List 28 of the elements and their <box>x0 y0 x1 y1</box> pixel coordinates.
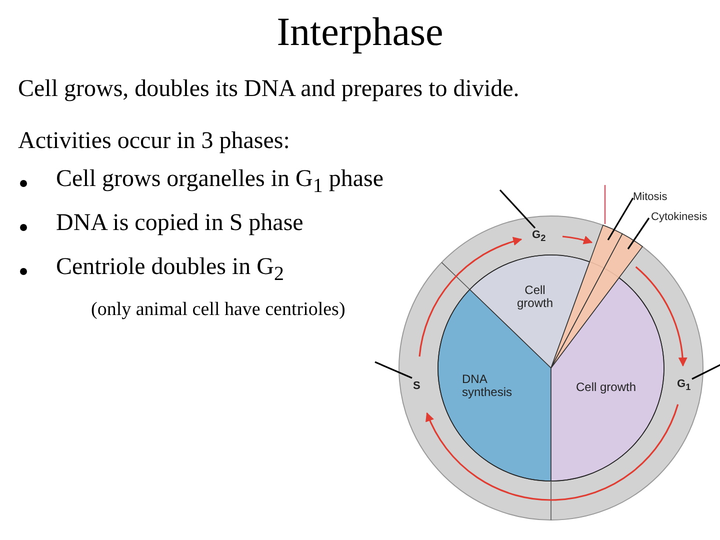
leader-line <box>627 218 650 250</box>
bullet-item: DNA is copied in S phase <box>56 210 304 237</box>
phase-sector <box>469 254 590 368</box>
title: Interphase <box>276 8 444 55</box>
leader-line <box>499 189 536 229</box>
bullet-item: Centriole doubles in G$_{2}$ <box>56 254 284 286</box>
phase-label: G$_{2}$ <box>532 229 546 244</box>
callout-label: Mitosis <box>633 191 668 203</box>
leader-line <box>374 361 412 379</box>
cycle-arrow <box>418 237 522 357</box>
phase-label: S <box>413 380 420 392</box>
cycle-arrow <box>635 266 687 367</box>
phase-label: Cell growth <box>516 284 554 310</box>
phase-label: Cell growth <box>574 381 638 394</box>
leader-line <box>692 363 720 380</box>
cycle-arrow <box>562 236 593 244</box>
phase-sector <box>550 277 664 482</box>
text-line: (only animal cell have centrioles) <box>91 299 346 321</box>
text-line: Activities occur in 3 phases: <box>18 128 290 155</box>
mitosis-wedge <box>550 224 623 368</box>
phase-label: DNA synthesis <box>462 373 514 400</box>
cytokinesis-wedge <box>550 233 643 368</box>
bullet-item: Cell grows organelles in G$_{1}$ phase <box>56 166 384 198</box>
text-line: Cell grows, doubles its DNA and prepares to divide. <box>18 76 520 103</box>
phase-label: G$_{1}$ <box>677 378 691 392</box>
callout-label: Cytokinesis <box>651 211 708 223</box>
cycle-arrow <box>426 404 679 501</box>
leader-line <box>607 198 634 240</box>
